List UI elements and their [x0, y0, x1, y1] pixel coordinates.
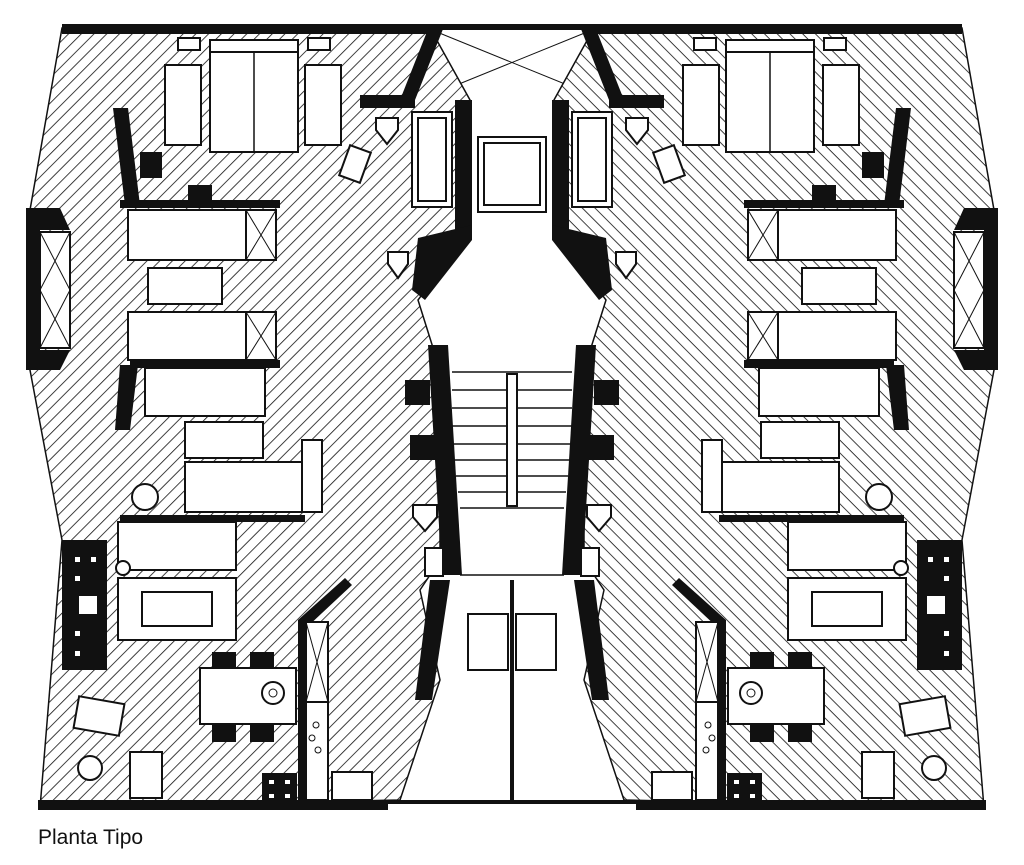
central-core [388, 24, 636, 804]
plan-caption: Planta Tipo [38, 826, 144, 849]
right-apartment [551, 23, 999, 811]
staircase [452, 371, 572, 576]
left-apartment [25, 23, 473, 811]
